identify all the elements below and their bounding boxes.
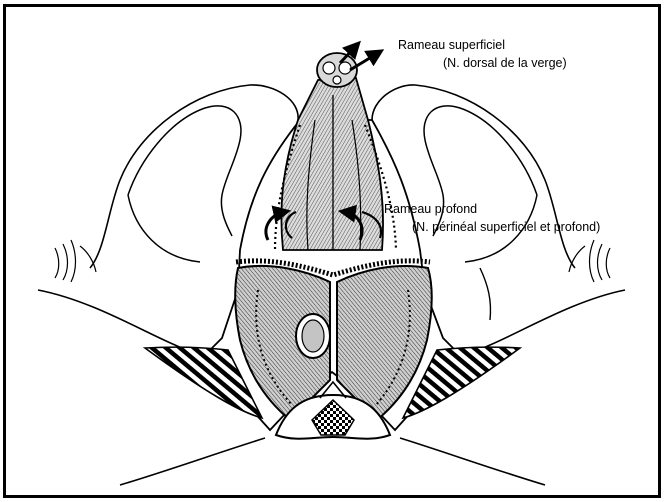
penis-shaft: [281, 78, 383, 250]
superficial-branch-label: Rameau superficiel: [398, 38, 505, 53]
deep-branch-detail: (N. périnéal superficiel et profond): [412, 220, 600, 235]
corpus-right: [339, 62, 351, 74]
left-buttock-lower: [120, 438, 265, 485]
right-buttock-lower: [400, 438, 545, 485]
superficial-branch-detail: (N. dorsal de la verge): [443, 56, 567, 71]
left-scrotum-fold: [128, 195, 200, 262]
right-thigh-outline: [455, 290, 625, 351]
left-scrotum-inner: [128, 106, 241, 236]
corpus-left: [323, 62, 335, 74]
right-thigh-crease: [480, 268, 491, 320]
right-skin-ticks: [569, 240, 610, 282]
left-thigh-outline: [38, 290, 210, 351]
central-tendon-inner: [302, 320, 324, 352]
urethra-center: [333, 76, 341, 84]
deep-branch-label: Rameau profond: [384, 202, 477, 217]
left-skin-ticks: [55, 240, 96, 282]
